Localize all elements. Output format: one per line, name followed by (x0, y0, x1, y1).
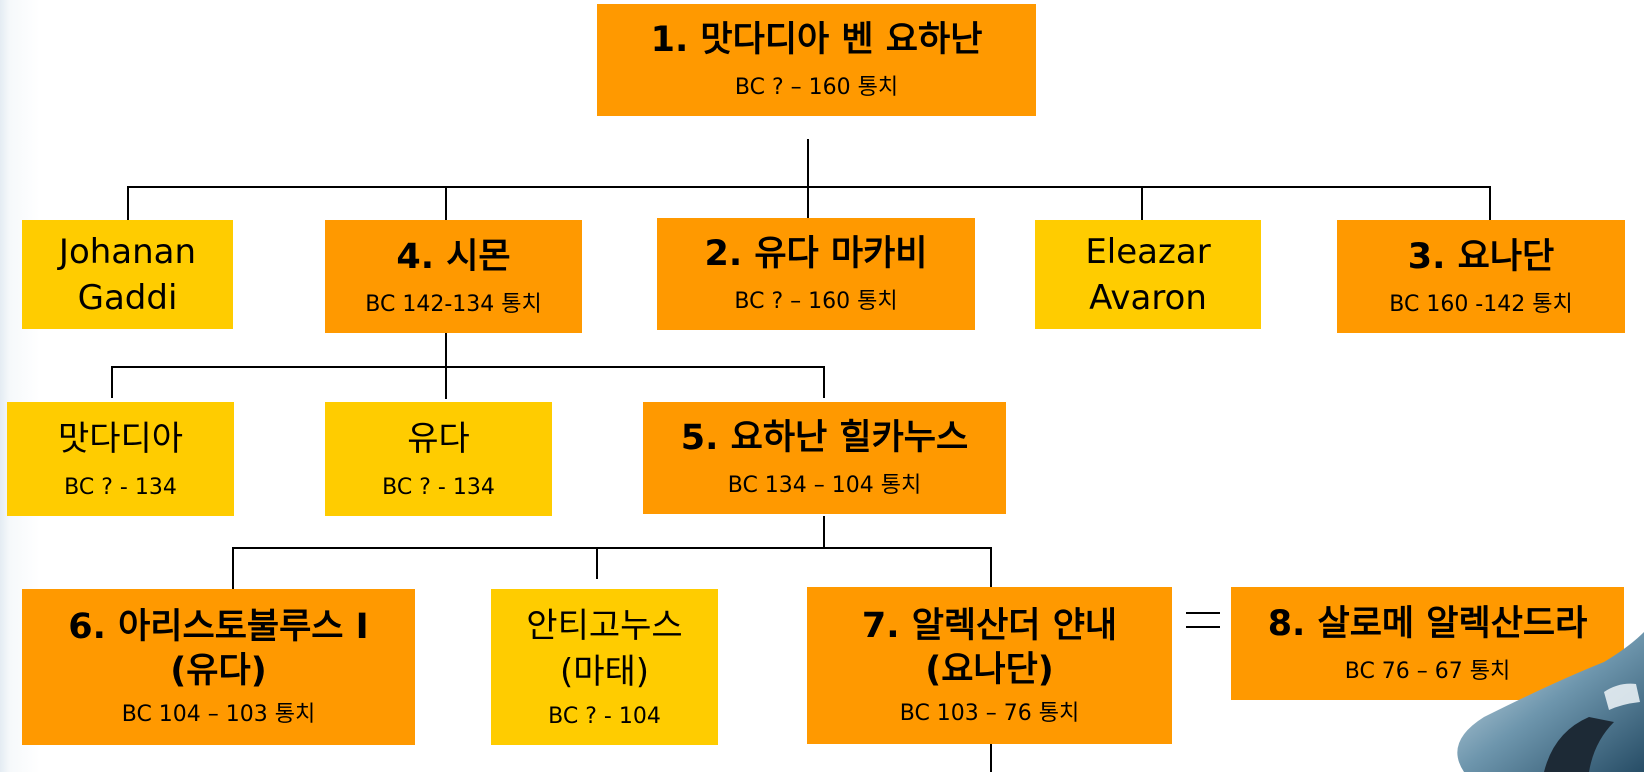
node-dates: BC 134 – 104 통치 (727, 473, 922, 498)
node-dates: BC ? - 104 (548, 704, 661, 729)
connector-line (807, 139, 809, 187)
node-mattathias-ben-johanan: 1. 맛다디아 벤 요하난 BC ? – 160 통치 (597, 4, 1036, 116)
connector-line (232, 547, 234, 589)
decorative-corner-image (1457, 632, 1644, 772)
node-title: 3. 요나단 (1407, 236, 1555, 277)
node-johanan-gaddi: Johanan Gaddi (22, 220, 233, 329)
connector-line (990, 547, 992, 587)
node-judah: 유다 BC ? - 134 (325, 402, 552, 516)
node-dates: BC 76 – 67 통치 (1344, 658, 1511, 684)
node-jonathan: 3. 요나단 BC 160 -142 통치 (1337, 220, 1625, 333)
connector-line (111, 366, 825, 368)
connector-line (111, 366, 113, 398)
node-dates: BC ? – 160 통치 (734, 289, 898, 314)
node-dates: BC ? – 160 통치 (734, 75, 899, 100)
connector-line (990, 744, 992, 772)
spouse-marker (1186, 612, 1220, 630)
node-title-line2: Avaron (1089, 277, 1207, 318)
connector-line (823, 366, 825, 398)
connector-line (232, 547, 992, 549)
node-title: Johanan (58, 231, 197, 272)
node-title-line2: (유다) (170, 651, 267, 691)
node-alexander-jannaeus: 7. 알렉산더 얀내 (요나단) BC 103 – 76 통치 (807, 587, 1172, 744)
node-dates: BC ? - 134 (64, 475, 177, 500)
connector-line (1141, 186, 1143, 220)
node-john-hyrcanus: 5. 요하난 힐카누스 BC 134 – 104 통치 (643, 402, 1006, 514)
node-salome-alexandra: 8. 살로메 알렉산드라 BC 76 – 67 통치 (1231, 587, 1624, 700)
node-title: 5. 요하난 힐카누스 (680, 418, 969, 458)
node-dates: BC 142-134 통치 (365, 291, 542, 317)
node-title: 4. 시몬 (396, 236, 511, 277)
node-title: 유다 (407, 419, 470, 459)
connector-line (445, 186, 447, 220)
node-title: 8. 살로메 알렉산드라 (1267, 603, 1588, 644)
node-title-line2: Gaddi (77, 277, 178, 318)
node-mattathias: 맛다디아 BC ? - 134 (7, 402, 234, 516)
connector-line (823, 516, 825, 548)
node-dates: BC 103 – 76 통치 (899, 700, 1080, 726)
node-title: 안티고누스 (526, 606, 683, 646)
node-dates: BC 104 – 103 통치 (121, 702, 316, 727)
node-title: 6. 아리스토불루스 I (68, 607, 369, 647)
node-antigonus: 안티고누스 (마태) BC ? - 104 (491, 589, 718, 745)
connector-line (807, 186, 809, 220)
node-simon: 4. 시몬 BC 142-134 통치 (325, 220, 582, 333)
node-eleazar-avaron: Eleazar Avaron (1035, 220, 1261, 329)
connector-line (596, 547, 598, 579)
node-aristobulus: 6. 아리스토불루스 I (유다) BC 104 – 103 통치 (22, 589, 415, 745)
connector-line (127, 186, 129, 220)
node-title: 1. 맛다디아 벤 요하난 (650, 20, 983, 60)
node-title: 맛다디아 (57, 419, 184, 459)
node-title: 7. 알렉산더 얀내 (861, 605, 1118, 646)
connector-line (1489, 186, 1491, 220)
node-title: 2. 유다 마카비 (704, 234, 928, 274)
node-judah-maccabee: 2. 유다 마카비 BC ? – 160 통치 (657, 218, 975, 330)
node-title-line2: (마태) (559, 652, 650, 692)
node-title-line2: (요나단) (925, 649, 1054, 690)
node-dates: BC 160 -142 통치 (1389, 291, 1573, 317)
node-dates: BC ? - 134 (382, 475, 495, 500)
connector-line (127, 186, 1491, 188)
node-title: Eleazar (1085, 231, 1211, 272)
